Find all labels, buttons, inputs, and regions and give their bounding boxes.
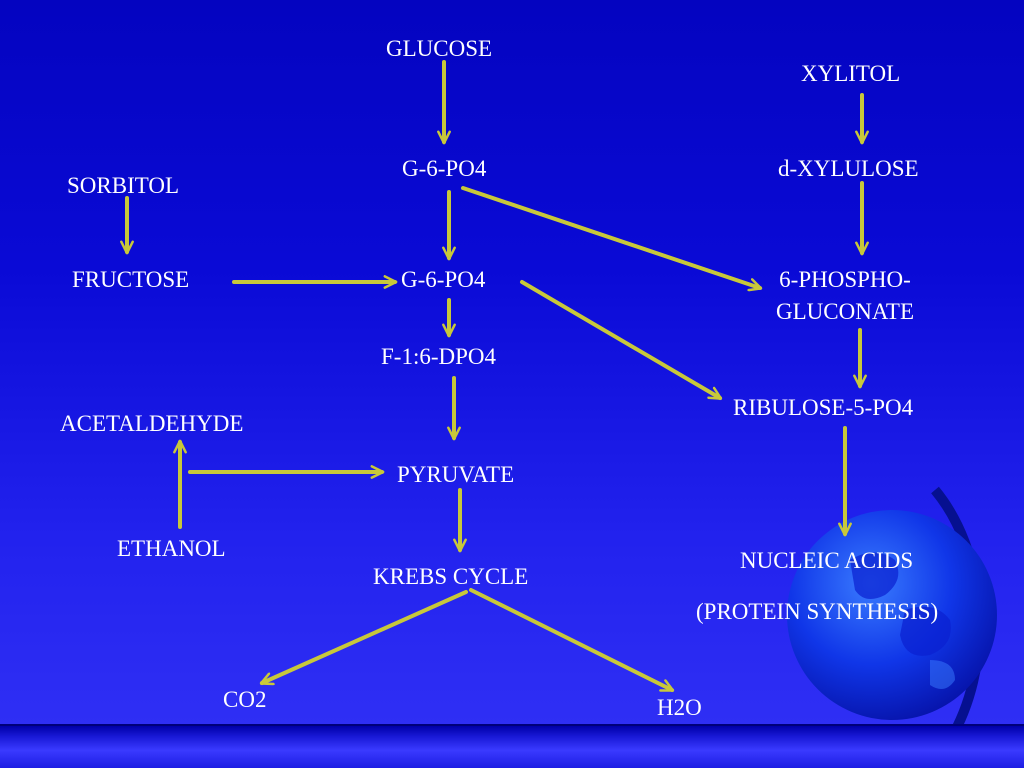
node-ethanol: ETHANOL [117,536,226,561]
node-6-phosphogluconate-line1: 6-PHOSPHO- [779,267,911,292]
arrow-krebs-to-h2o [469,588,672,692]
node-h2o: H2O [657,695,702,720]
node-krebs-cycle: KREBS CYCLE [373,564,529,589]
node-g6po4-mid: G-6-PO4 [401,267,486,292]
node-6-phosphogluconate-line2: GLUCONATE [776,299,914,324]
node-glucose: GLUCOSE [386,36,493,61]
node-g6po4-top: G-6-PO4 [402,156,487,181]
arrow-krebs-to-co2 [262,590,468,683]
node-f16dpo4: F-1:6-DPO4 [381,344,497,369]
node-xylitol: XYLITOL [801,61,901,86]
node-sorbitol: SORBITOL [67,173,180,198]
node-fructose: FRUCTOSE [72,267,190,292]
arrow-g6po4-to-phosphogluconate [461,186,760,288]
arrow-g6po4-to-ribulose [520,280,720,400]
node-ribulose-5-po4: RIBULOSE-5-PO4 [733,395,914,420]
node-co2: CO2 [223,687,267,712]
node-nucleic-acids: NUCLEIC ACIDS [740,548,914,573]
node-d-xylulose: d-XYLULOSE [778,156,919,181]
node-pyruvate: PYRUVATE [397,462,515,487]
node-protein-synthesis: (PROTEIN SYNTHESIS) [696,599,939,624]
node-6-phosphogluconate: 6-PHOSPHO- GLUCONATE [776,264,914,328]
bottom-bar [0,724,1024,768]
node-acetaldehyde: ACETALDEHYDE [60,411,244,436]
